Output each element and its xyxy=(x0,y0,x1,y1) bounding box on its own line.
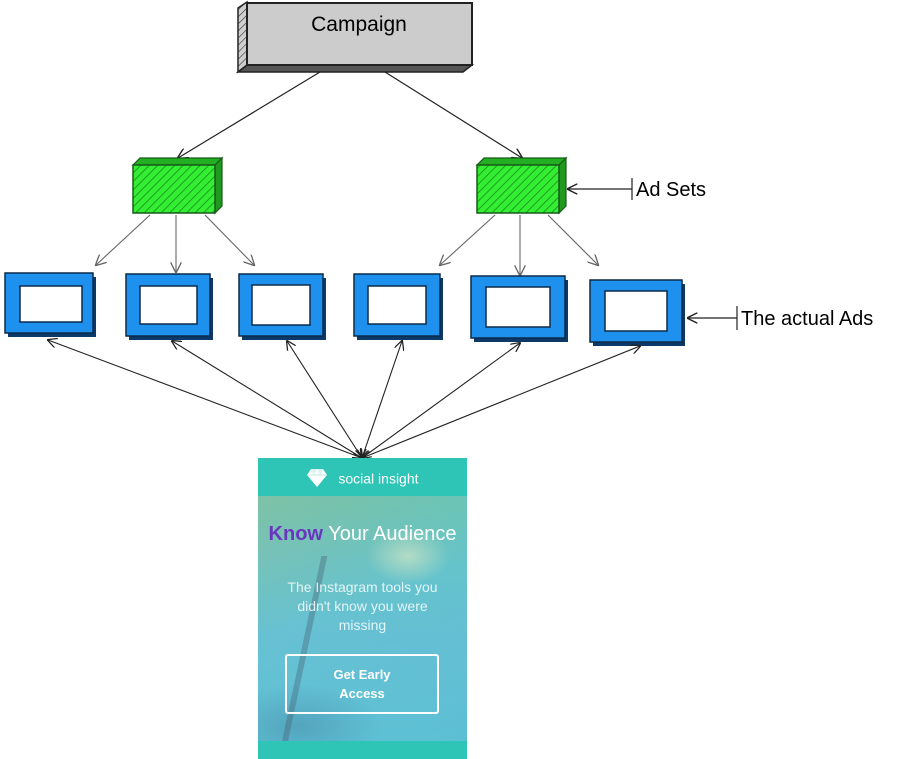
ad-node-3 xyxy=(238,273,326,340)
ad-node-4 xyxy=(353,273,443,340)
ad-set-node-2 xyxy=(475,156,568,215)
adset-to-ads-edges xyxy=(96,214,598,275)
brand: social insight xyxy=(258,466,467,489)
ad-sets-annotation: Ad Sets xyxy=(568,178,706,201)
campaign-label: Campaign xyxy=(311,13,407,36)
ads-annotation: The actual Ads xyxy=(688,306,873,330)
headline: Know Your Audience xyxy=(258,522,467,546)
ad-sets-label: Ad Sets xyxy=(636,179,706,201)
ads-to-landing-edges xyxy=(48,340,640,458)
edge-campaign-adset-1 xyxy=(178,71,321,158)
headline-accent: Know xyxy=(268,523,323,545)
headline-rest: Your Audience xyxy=(328,523,457,545)
ad-node-2 xyxy=(125,273,213,340)
ad-set-node-1 xyxy=(131,156,224,215)
header-bar xyxy=(258,458,467,496)
cta-label: Get Early Access xyxy=(333,667,391,701)
ads-label: The actual Ads xyxy=(741,308,873,330)
get-early-access-button[interactable]: Get Early Access xyxy=(285,654,439,714)
edge-campaign-adset-2 xyxy=(384,71,522,158)
landing-page-mockup: social insight Know Your Audience The In… xyxy=(258,458,467,759)
tagline: The Instagram tools you didn't know you … xyxy=(287,579,438,633)
footer-bar xyxy=(258,741,467,759)
ad-node-6 xyxy=(589,279,685,346)
brand-name: social insight xyxy=(338,470,419,487)
diamond-icon xyxy=(307,469,328,488)
campaign-node: Campaign xyxy=(235,0,475,74)
ad-node-5 xyxy=(470,275,568,342)
background-photo xyxy=(258,496,467,759)
ad-node-1 xyxy=(4,272,96,337)
